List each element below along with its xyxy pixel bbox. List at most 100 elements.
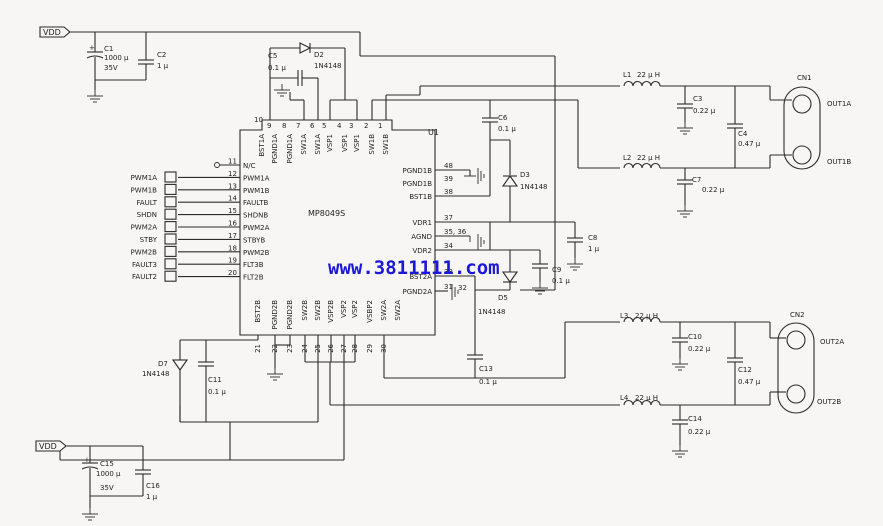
pin-number: 31	[444, 283, 453, 291]
svg-text:1 μ: 1 μ	[157, 62, 169, 70]
svg-text:0.47 μ: 0.47 μ	[738, 378, 761, 386]
pin-name: STBYB	[243, 236, 265, 244]
pin-number: 17	[228, 232, 237, 240]
capacitor-c12: C12 0.47 μ	[727, 322, 761, 405]
input-terminal	[164, 245, 177, 257]
vdd-label: VDD	[43, 28, 61, 37]
svg-text:1N4148: 1N4148	[478, 308, 506, 316]
svg-text:0.22 μ: 0.22 μ	[693, 107, 716, 115]
svg-text:C12: C12	[738, 366, 752, 374]
pin-name: PWM2A	[243, 224, 270, 232]
svg-text:22 μ H: 22 μ H	[637, 71, 660, 79]
svg-text:+: +	[84, 456, 90, 464]
svg-text:D5: D5	[498, 294, 508, 302]
pin-number: 21	[254, 344, 262, 353]
svg-text:0.22 μ: 0.22 μ	[688, 345, 711, 353]
inductor-l3: L3 22 μ H	[620, 312, 770, 323]
svg-text:+: +	[89, 44, 95, 52]
capacitor-c3: C3 0.22 μ	[676, 86, 716, 135]
svg-text:C11: C11	[208, 376, 222, 384]
pin-name: VSP2B	[327, 300, 335, 323]
pin-name: SW1B	[368, 134, 376, 155]
pin-number: 39	[444, 175, 453, 183]
pin-number: 16	[228, 220, 237, 228]
pin-number: 11	[228, 158, 237, 166]
svg-text:C4: C4	[738, 130, 748, 138]
diode-d3: D3 1N4148	[501, 140, 548, 222]
capacitor-c2: C2 1 μ	[95, 32, 169, 81]
input-label: PWM1B	[131, 186, 158, 194]
pin-number: 34	[444, 242, 453, 250]
svg-text:1000 μ: 1000 μ	[104, 54, 129, 62]
inductor-l1: L1 22 μ H	[623, 71, 770, 87]
capacitor-c9: C9 0.1 μ	[531, 250, 570, 295]
ic-top-pins: 10BST1A9PGND1A8PGND1A7SW1A6SW1A5VSP14VSP…	[254, 116, 390, 164]
pin-number: 10	[254, 116, 263, 124]
pin-name: PGND2B	[271, 300, 279, 330]
capacitor-c8: C8 1 μ	[566, 222, 600, 271]
connector-cn2: CN2 OUT2A OUT2B	[769, 311, 844, 414]
pin-name: VSP1	[341, 134, 349, 152]
pin-number: 35, 36	[444, 228, 467, 236]
pin-number: 12	[228, 170, 237, 178]
svg-text:C5: C5	[268, 52, 277, 60]
pin-name: PGND1B	[402, 167, 432, 175]
pin-name: SHDNB	[243, 212, 268, 220]
pin-name: PGND1B	[402, 180, 432, 188]
svg-text:OUT2B: OUT2B	[817, 398, 841, 406]
svg-text:22 μ H: 22 μ H	[637, 154, 660, 162]
svg-text:0.1 μ: 0.1 μ	[208, 388, 226, 396]
pin-number: 29	[366, 344, 374, 353]
pin-name: SW2B	[301, 300, 309, 321]
pin-number: 4	[337, 122, 342, 130]
pin-name: PGND2B	[286, 300, 294, 330]
svg-text:1 μ: 1 μ	[146, 493, 158, 501]
ic-left-pins: 11N/C12PWM1A13PWM1B14FAULTB15SHDNB16PWM2…	[178, 158, 270, 282]
ic-u1: U1 MP8049S 11N/C12PWM1A13PWM1B14FAULTB15…	[178, 116, 467, 353]
pin-number: 5	[322, 122, 326, 130]
pin-name: SW2A	[380, 300, 388, 321]
svg-text:0.1 μ: 0.1 μ	[268, 64, 286, 72]
pin-name: BST1A	[258, 134, 266, 157]
svg-text:35V: 35V	[100, 484, 114, 492]
svg-text:CN2: CN2	[790, 311, 805, 319]
pin-number: 1	[378, 122, 382, 130]
pin-number: 33	[444, 268, 453, 276]
svg-text:D2: D2	[314, 51, 324, 59]
pin-name: VDR2	[413, 247, 433, 255]
input-terminal	[164, 233, 177, 245]
inductor-l2: L2 22 μ H	[623, 154, 770, 169]
capacitor-c7: C7 0.22 μ	[676, 168, 725, 218]
svg-text:C10: C10	[688, 333, 702, 341]
pin-number: 9	[267, 122, 271, 130]
input-label: FAULT	[136, 199, 157, 207]
vdd-top-net: VDD	[39, 26, 556, 291]
svg-text:C2: C2	[157, 51, 166, 59]
diode-d5: D5 1N4148	[478, 250, 519, 316]
pin-name: FLT3B	[243, 261, 264, 269]
capacitor-c16: C16 1 μ	[90, 446, 160, 501]
pin-number: 2	[364, 122, 368, 130]
svg-text:C8: C8	[588, 234, 597, 242]
connector-cn1: CN1 OUT1A OUT1B	[769, 74, 851, 170]
pin-name: SW2A	[394, 300, 402, 321]
svg-text:C7: C7	[692, 176, 701, 184]
svg-text:C15: C15	[100, 460, 114, 468]
pin-number: 37	[444, 214, 453, 222]
capacitor-c4: C4 0.47 μ	[727, 86, 761, 168]
svg-text:L4: L4	[620, 394, 629, 402]
svg-text:L2: L2	[623, 154, 631, 162]
pin-name: VSP2	[351, 300, 359, 318]
pin-name: VSBP2	[366, 300, 374, 323]
pin-name: FAULTB	[243, 199, 269, 207]
svg-text:22 μ H: 22 μ H	[635, 394, 658, 402]
pin-name: VSP1	[353, 134, 361, 152]
input-terminal	[164, 171, 177, 183]
pin-name: FLT2B	[243, 274, 264, 282]
svg-text:C16: C16	[146, 482, 160, 490]
svg-text:C3: C3	[693, 95, 702, 103]
svg-text:0.1 μ: 0.1 μ	[498, 125, 516, 133]
svg-text:OUT1A: OUT1A	[827, 100, 851, 108]
pin-name: VSP2	[340, 300, 348, 318]
pin-number: 32	[458, 284, 467, 292]
